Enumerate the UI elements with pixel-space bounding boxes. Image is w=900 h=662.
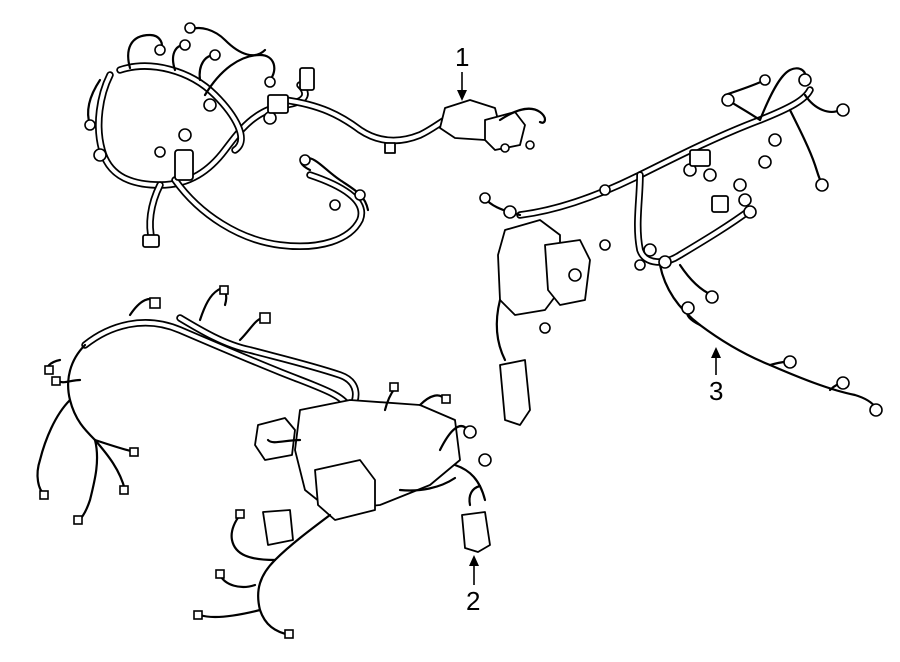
harness-3 [479, 67, 883, 426]
harness-1 [84, 22, 546, 250]
callout-2: 2 [466, 555, 480, 616]
callout-2-arrowhead [469, 555, 479, 566]
callout-1-label: 1 [455, 42, 469, 72]
callout-3: 3 [709, 347, 723, 406]
callout-1: 1 [455, 42, 469, 101]
harness-2 [36, 285, 492, 639]
callout-3-label: 3 [709, 376, 723, 406]
callout-1-arrowhead [457, 90, 467, 101]
callout-2-label: 2 [466, 586, 480, 616]
callout-3-arrowhead [711, 347, 721, 358]
